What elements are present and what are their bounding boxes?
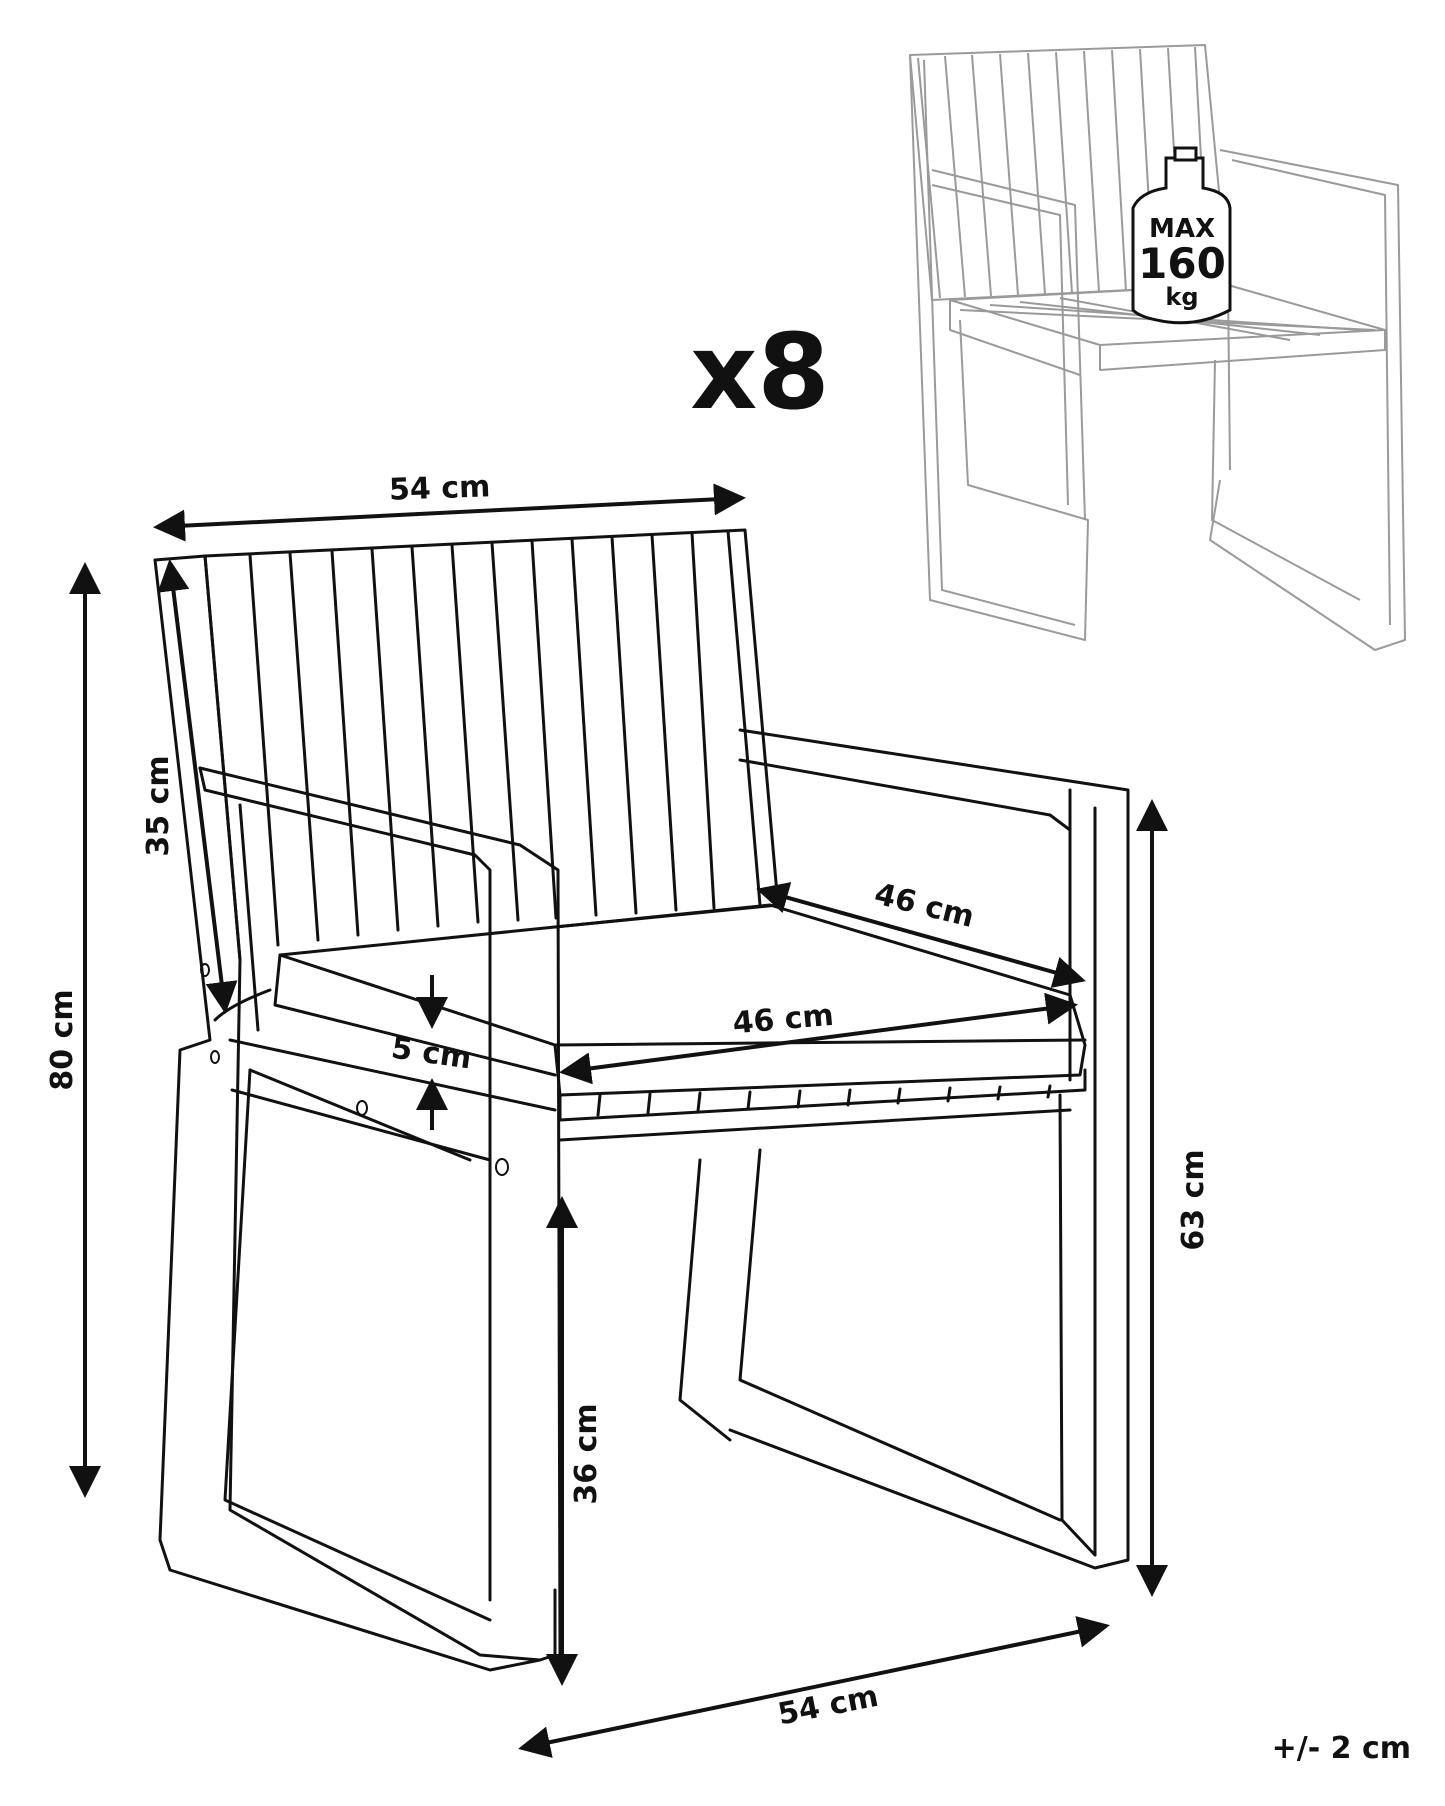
label-cushion-thickness: 5 cm (389, 1031, 473, 1077)
label-backrest-height: 35 cm (141, 755, 176, 856)
arrow-backrest-height (157, 559, 238, 1014)
arrow-bottom-width (518, 1616, 1110, 1758)
label-seat-width: 46 cm (731, 998, 835, 1042)
main-chair-illustration (153, 528, 1130, 1672)
max-load-label-unit: kg (1165, 283, 1198, 311)
max-load-label-max: MAX (1149, 214, 1215, 244)
dimension-arrows (69, 483, 1168, 1758)
arrow-top-width (153, 483, 746, 542)
quantity-label: x8 (690, 311, 829, 433)
tolerance-note: +/- 2 cm (1271, 1731, 1411, 1766)
label-armrest-height: 63 cm (1176, 1149, 1211, 1250)
label-seat-height: 36 cm (569, 1403, 604, 1504)
reference-chair-illustration (909, 44, 1406, 651)
max-load-label-value: 160 (1138, 239, 1226, 288)
label-bottom-width: 54 cm (775, 1679, 881, 1733)
arrow-seat-width (559, 992, 1078, 1085)
label-total-height: 80 cm (45, 989, 80, 1090)
max-load-icon: MAX 160 kg (1131, 146, 1232, 325)
label-top-width: 54 cm (388, 469, 490, 508)
arrow-seat-depth (756, 882, 1086, 988)
